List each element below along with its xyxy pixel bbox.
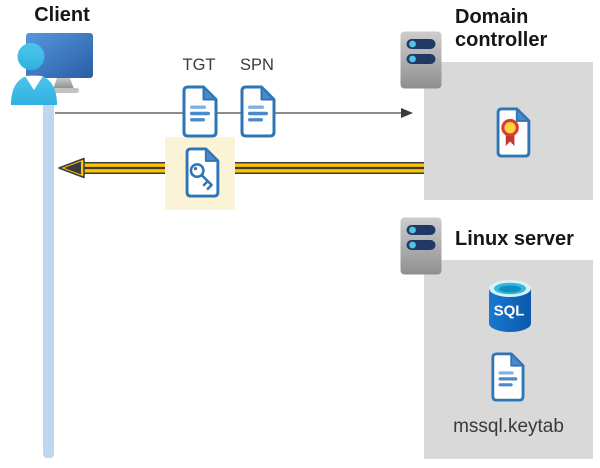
domain-controller-title: Domain controller	[455, 6, 548, 51]
linux-server-title: Linux server	[455, 228, 574, 250]
monitor-base	[49, 88, 79, 93]
tgt-ticket-icon	[182, 85, 218, 138]
key-ring	[189, 163, 205, 179]
sql-cylinder-body	[489, 288, 531, 332]
client-computer-user-icon	[11, 33, 93, 105]
service-ticket-key-icon	[185, 147, 220, 198]
request-arrowhead	[401, 108, 413, 118]
keytab-filename: mssql.keytab	[453, 416, 564, 437]
sql-badge-text: SQL	[494, 303, 525, 320]
sql-database-icon: SQL	[489, 280, 531, 332]
keytab-file-icon	[491, 352, 525, 402]
monitor-screen	[26, 33, 93, 78]
key-ring-dot	[193, 167, 198, 171]
spn-label: SPN	[240, 56, 274, 74]
response-arrow	[58, 157, 424, 179]
request-arrow	[55, 108, 413, 118]
monitor-stand	[53, 78, 74, 89]
client-title: Client	[34, 4, 90, 26]
response-arrowhead	[64, 161, 81, 175]
domain-controller-server-icon	[400, 31, 442, 89]
certificate-icon	[496, 107, 531, 158]
spn-ticket-icon	[240, 85, 276, 138]
person-head	[17, 43, 45, 70]
sql-cylinder-top-inner	[499, 285, 521, 293]
linux-server-icon	[400, 217, 442, 275]
key-shaft	[200, 173, 213, 191]
certificate-ribbon	[505, 133, 515, 146]
tgt-label: TGT	[182, 56, 216, 74]
person-collar	[25, 76, 43, 90]
certificate-seal	[501, 118, 519, 137]
client-lifeline	[43, 91, 54, 458]
